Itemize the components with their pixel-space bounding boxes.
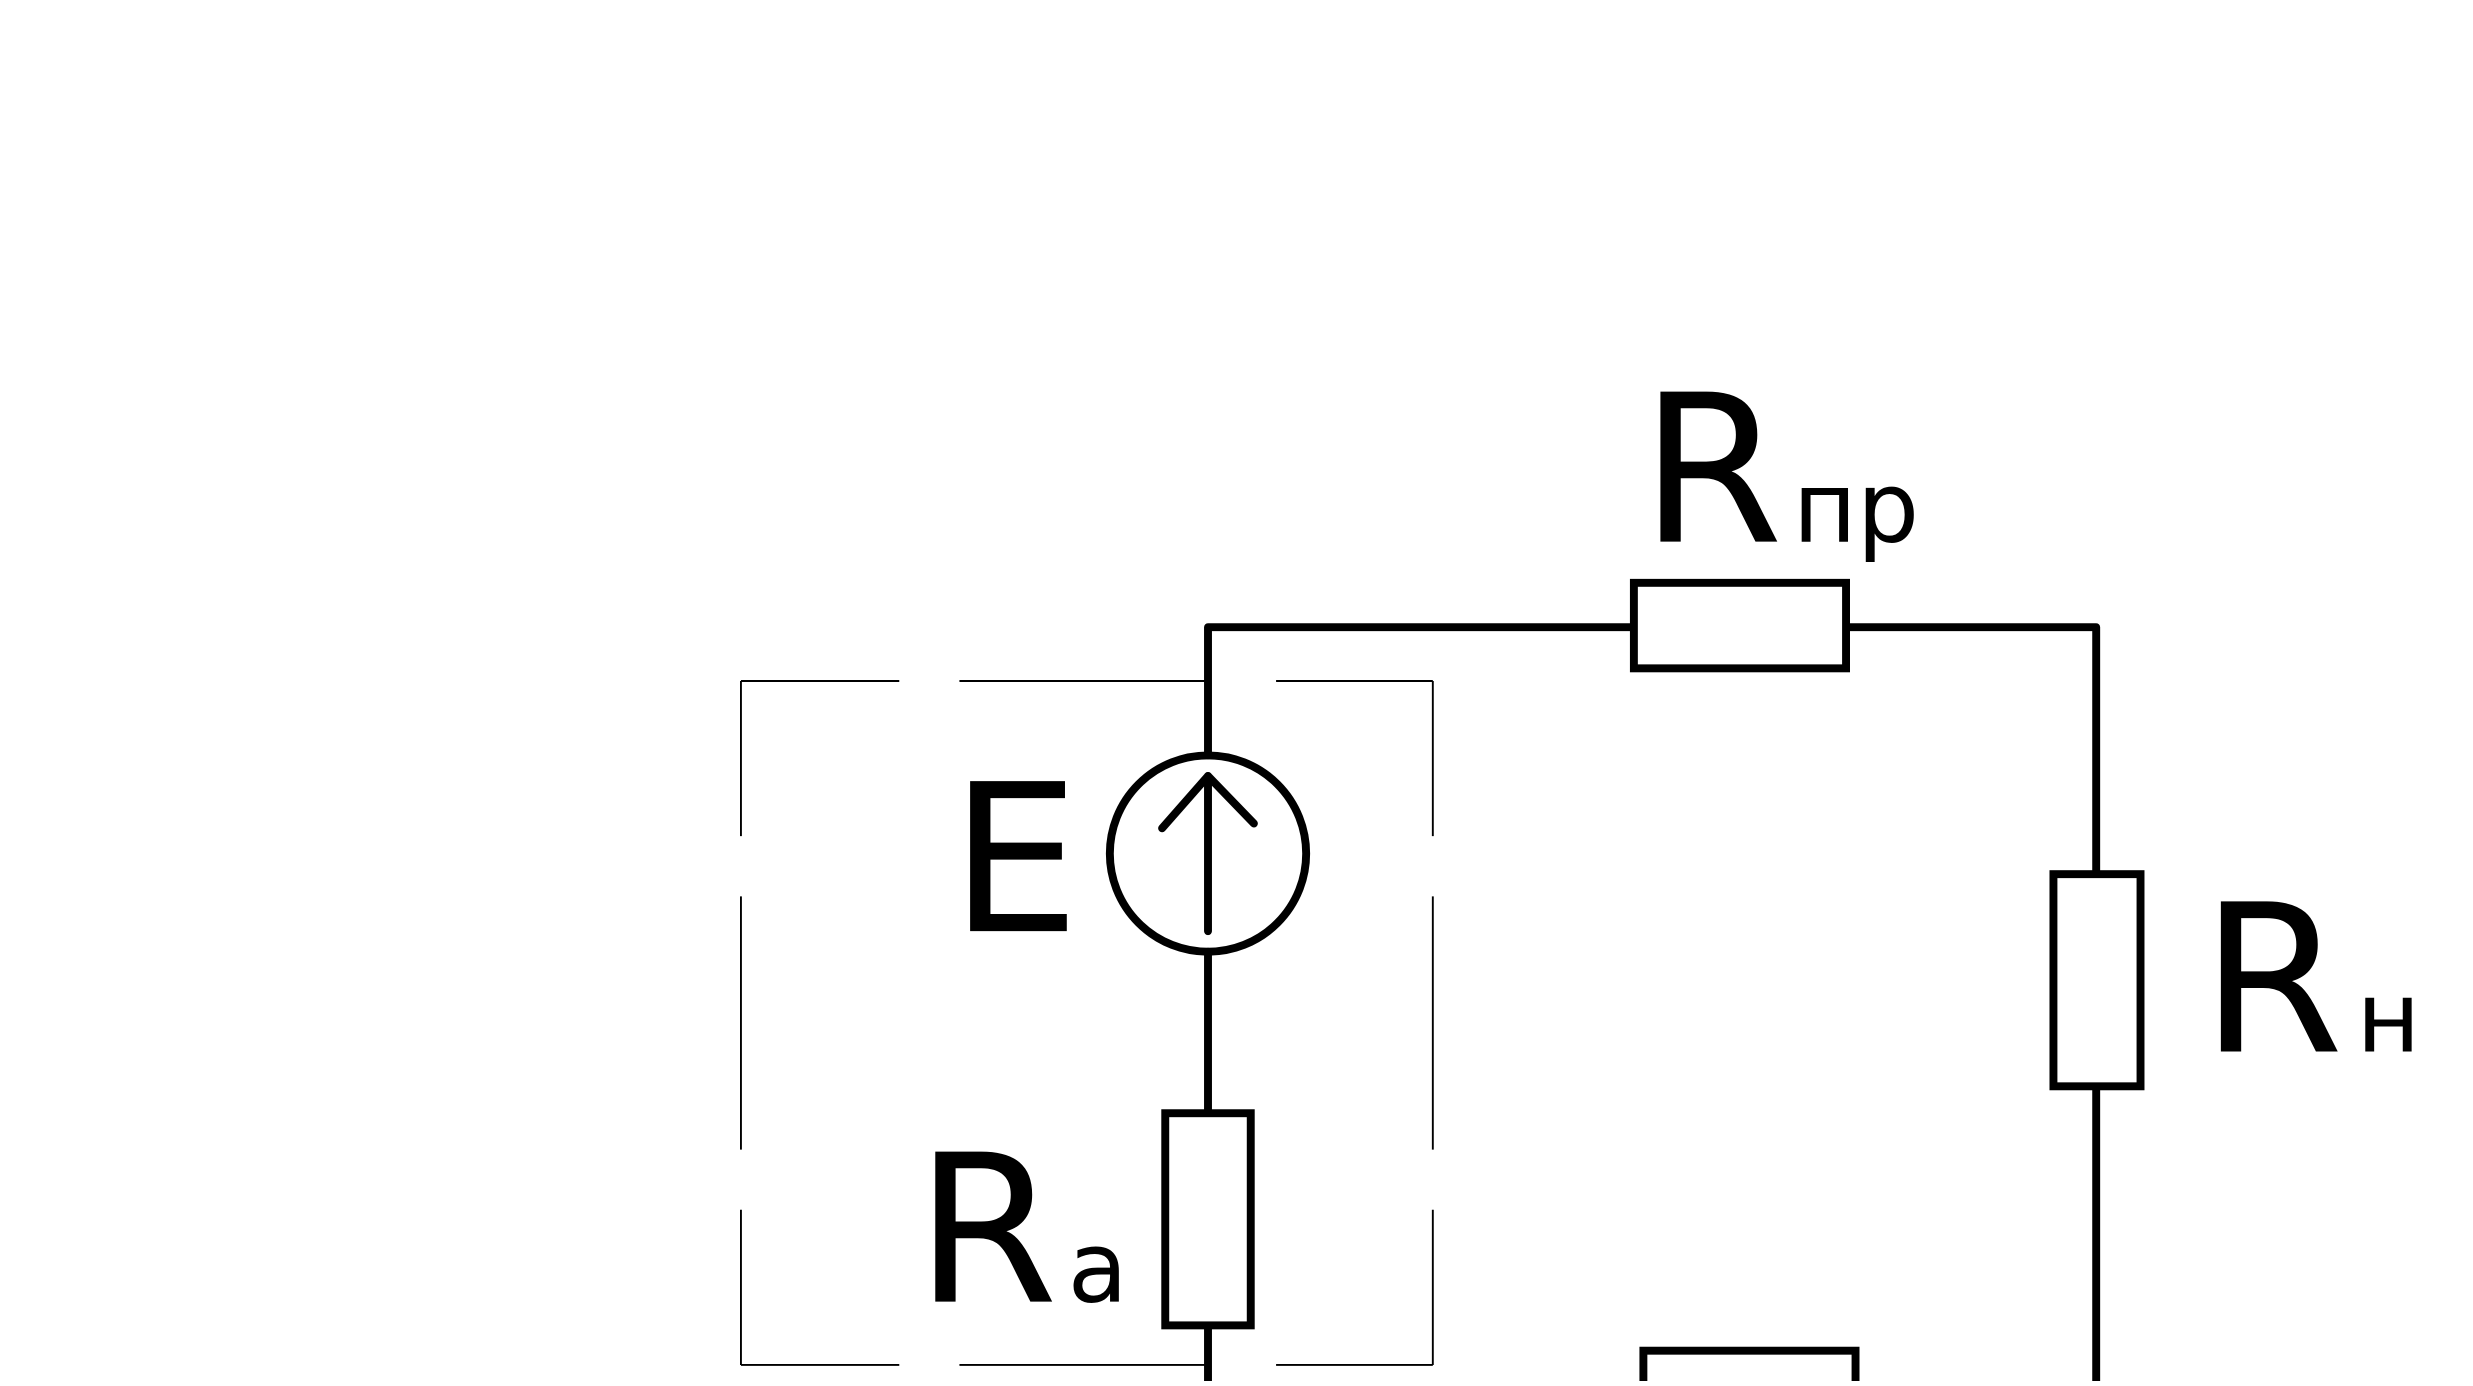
bottom-resistor-icon <box>1639 1346 1860 1386</box>
source-enclosure-box <box>740 680 1434 1366</box>
voltage-source-icon <box>1105 751 1311 956</box>
load-resistor-icon <box>2049 870 2145 1091</box>
internal-resistor-icon <box>1161 1109 1255 1330</box>
voltage-source-label: E <box>950 740 1080 980</box>
load-resistor-label-sub: н <box>2356 961 2420 1075</box>
load-resistor-label-main: R <box>2201 860 2344 1100</box>
series-resistor-icon <box>1629 578 1851 673</box>
circuit-wires <box>1204 623 2101 1386</box>
series-resistor-label-sub: пр <box>1793 452 1919 566</box>
wire-top-right <box>1842 623 2101 879</box>
internal-resistor-label-sub: a <box>1068 1212 1128 1326</box>
internal-resistor-label-main: R <box>915 1111 1058 1351</box>
wire-top-left <box>1204 623 1638 760</box>
series-resistor-label-main: R <box>1640 351 1783 591</box>
